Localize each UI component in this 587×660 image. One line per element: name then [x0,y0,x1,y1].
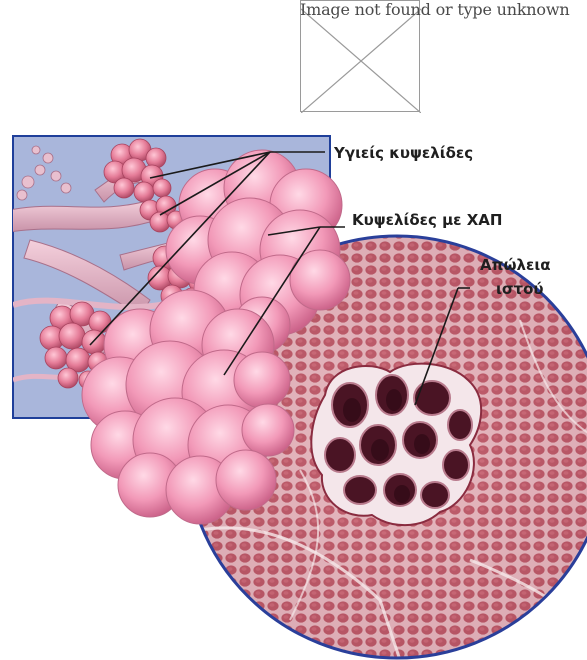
label-tissue-loss-line2: ιστού [496,280,544,298]
tissue-loss-hole [311,364,481,526]
label-copd-alveoli: Κυψελίδες με ΧΑΠ [352,211,502,229]
label-tissue-loss-line1: Απώλεια [480,256,551,274]
label-healthy-alveoli: Υγιείς κυψελίδες [334,144,473,162]
copd-alveoli-lower [82,290,294,524]
